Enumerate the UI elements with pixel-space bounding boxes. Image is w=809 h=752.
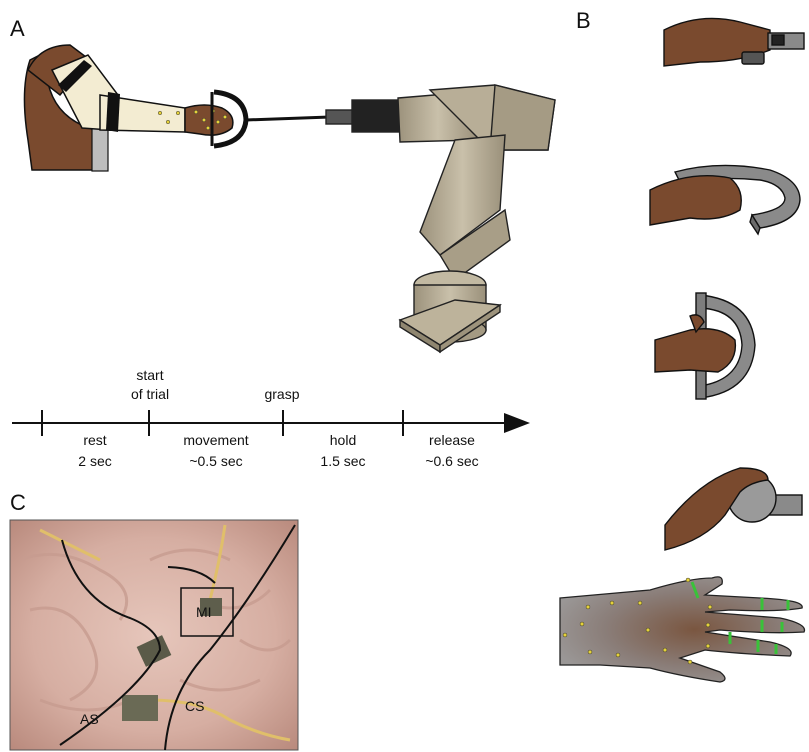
grasp-object-ball xyxy=(665,468,802,550)
grasp-object-small-block xyxy=(664,18,804,66)
timeline-arrowhead xyxy=(504,413,530,433)
grasp-object-vertical-handle xyxy=(655,293,755,399)
event-label: of trial xyxy=(131,386,169,402)
robot-arm-illustration xyxy=(326,85,555,352)
phase-name: release xyxy=(429,432,475,448)
brain-label-as: AS xyxy=(80,711,99,727)
brain-label-cs: CS xyxy=(185,698,204,714)
monkey-arm-illustration xyxy=(24,45,330,171)
phase-name: rest xyxy=(83,432,106,448)
brain-label-mi: MI xyxy=(196,604,212,620)
phase-duration: ~0.5 sec xyxy=(189,453,242,469)
brain-photo: MI AS CS xyxy=(10,520,298,750)
event-label: start xyxy=(136,367,163,383)
phase-name: movement xyxy=(183,432,248,448)
event-label: grasp xyxy=(264,386,299,402)
panel-label-b: B xyxy=(576,8,591,33)
phase-duration: ~0.6 sec xyxy=(425,453,478,469)
trial-timeline: start of trial grasp rest 2 sec movement… xyxy=(12,367,530,469)
phase-name: hold xyxy=(330,432,356,448)
instrumented-glove xyxy=(560,577,805,682)
phase-duration: 1.5 sec xyxy=(320,453,365,469)
panel-label-c: C xyxy=(10,490,26,515)
phase-duration: 2 sec xyxy=(78,453,111,469)
grasp-object-horizontal-ring xyxy=(650,165,800,234)
panel-label-a: A xyxy=(10,16,25,41)
